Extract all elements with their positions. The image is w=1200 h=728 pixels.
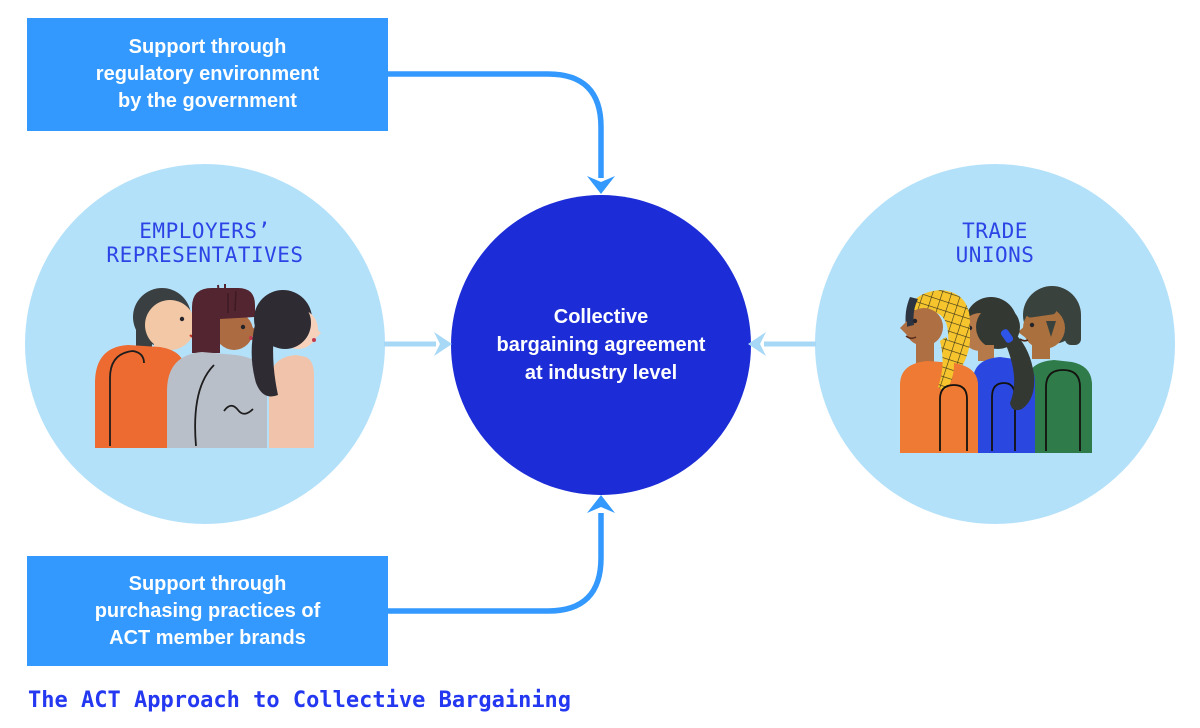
government-support-line: Support through [128,36,287,58]
employers-label-line: REPRESENTATIVES [106,243,304,267]
employers-to-agreement-arrow [384,332,452,356]
brands-to-agreement-arrow [388,495,615,614]
agreement-line: bargaining agreement [496,334,706,356]
brands-support-box: Support through purchasing practices of … [27,556,388,666]
employer-woman-longhair-icon [251,290,321,448]
brands-support-line: ACT member brands [109,626,306,649]
diagram-title: The ACT Approach to Collective Bargainin… [28,688,572,713]
government-support-box: Support through regulatory environment b… [27,18,388,131]
unions-label-line: TRADE [962,219,1028,243]
unions-illustration [900,286,1092,453]
agreement-line: Collective [553,306,649,328]
employers-illustration [95,284,321,448]
brands-support-line: Support through [128,572,287,595]
employers-circle-label: EMPLOYERS’ REPRESENTATIVES [25,219,385,267]
unions-circle: TRADE UNIONS [815,164,1175,524]
agreement-circle: Collective bargaining agreement at indus… [451,195,751,495]
government-support-line: by the government [118,90,297,112]
union-man-icon [1018,286,1092,453]
agreement-line: at industry level [524,362,678,384]
union-woman-scarf-icon [900,290,978,453]
brands-support-line: purchasing practices of [94,599,321,622]
government-to-agreement-arrow [388,71,615,194]
employers-label-line: EMPLOYERS’ [139,219,271,243]
government-support-line: regulatory environment [95,63,320,85]
unions-to-agreement-arrow [748,332,816,356]
unions-circle-label: TRADE UNIONS [815,219,1175,267]
union-woman-ponytail-icon [956,297,1035,453]
employer-man-icon [95,288,204,448]
unions-label-line: UNIONS [955,243,1035,267]
employer-woman-bob-icon [167,284,267,448]
